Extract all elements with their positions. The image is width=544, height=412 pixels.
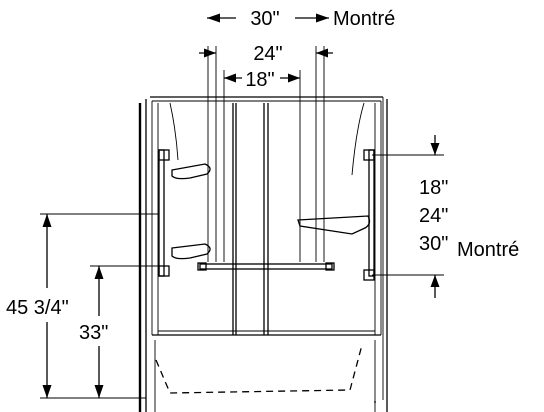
dim-label-24-right: 24" (419, 205, 448, 227)
dim-label-30-right: 30" (419, 233, 448, 255)
dim-label-shown-right: Montré (457, 239, 519, 261)
height-dimensions: 45 3/4" 33" (6, 213, 160, 399)
dim-label-33: 33" (79, 322, 108, 344)
bar-width-dimensions: 30" Montré 24" 18" (199, 8, 395, 262)
soap-shelves (171, 163, 371, 260)
shower-enclosure (138, 96, 388, 412)
dim-label-24: 24" (253, 43, 282, 65)
dim-label-30: 30" (250, 8, 279, 30)
dim-label-45-3-4: 45 3/4" (6, 297, 69, 319)
dim-label-shown-top: Montré (333, 8, 395, 30)
vertical-bar-dimensions: 18" 24" 30" Montré (372, 135, 519, 298)
left-vertical-grab-bar (158, 149, 170, 277)
dim-label-18: 18" (245, 69, 274, 91)
horizontal-grab-bar (197, 262, 335, 271)
right-vertical-grab-bar (363, 149, 375, 281)
dim-label-18-right: 18" (419, 177, 448, 199)
